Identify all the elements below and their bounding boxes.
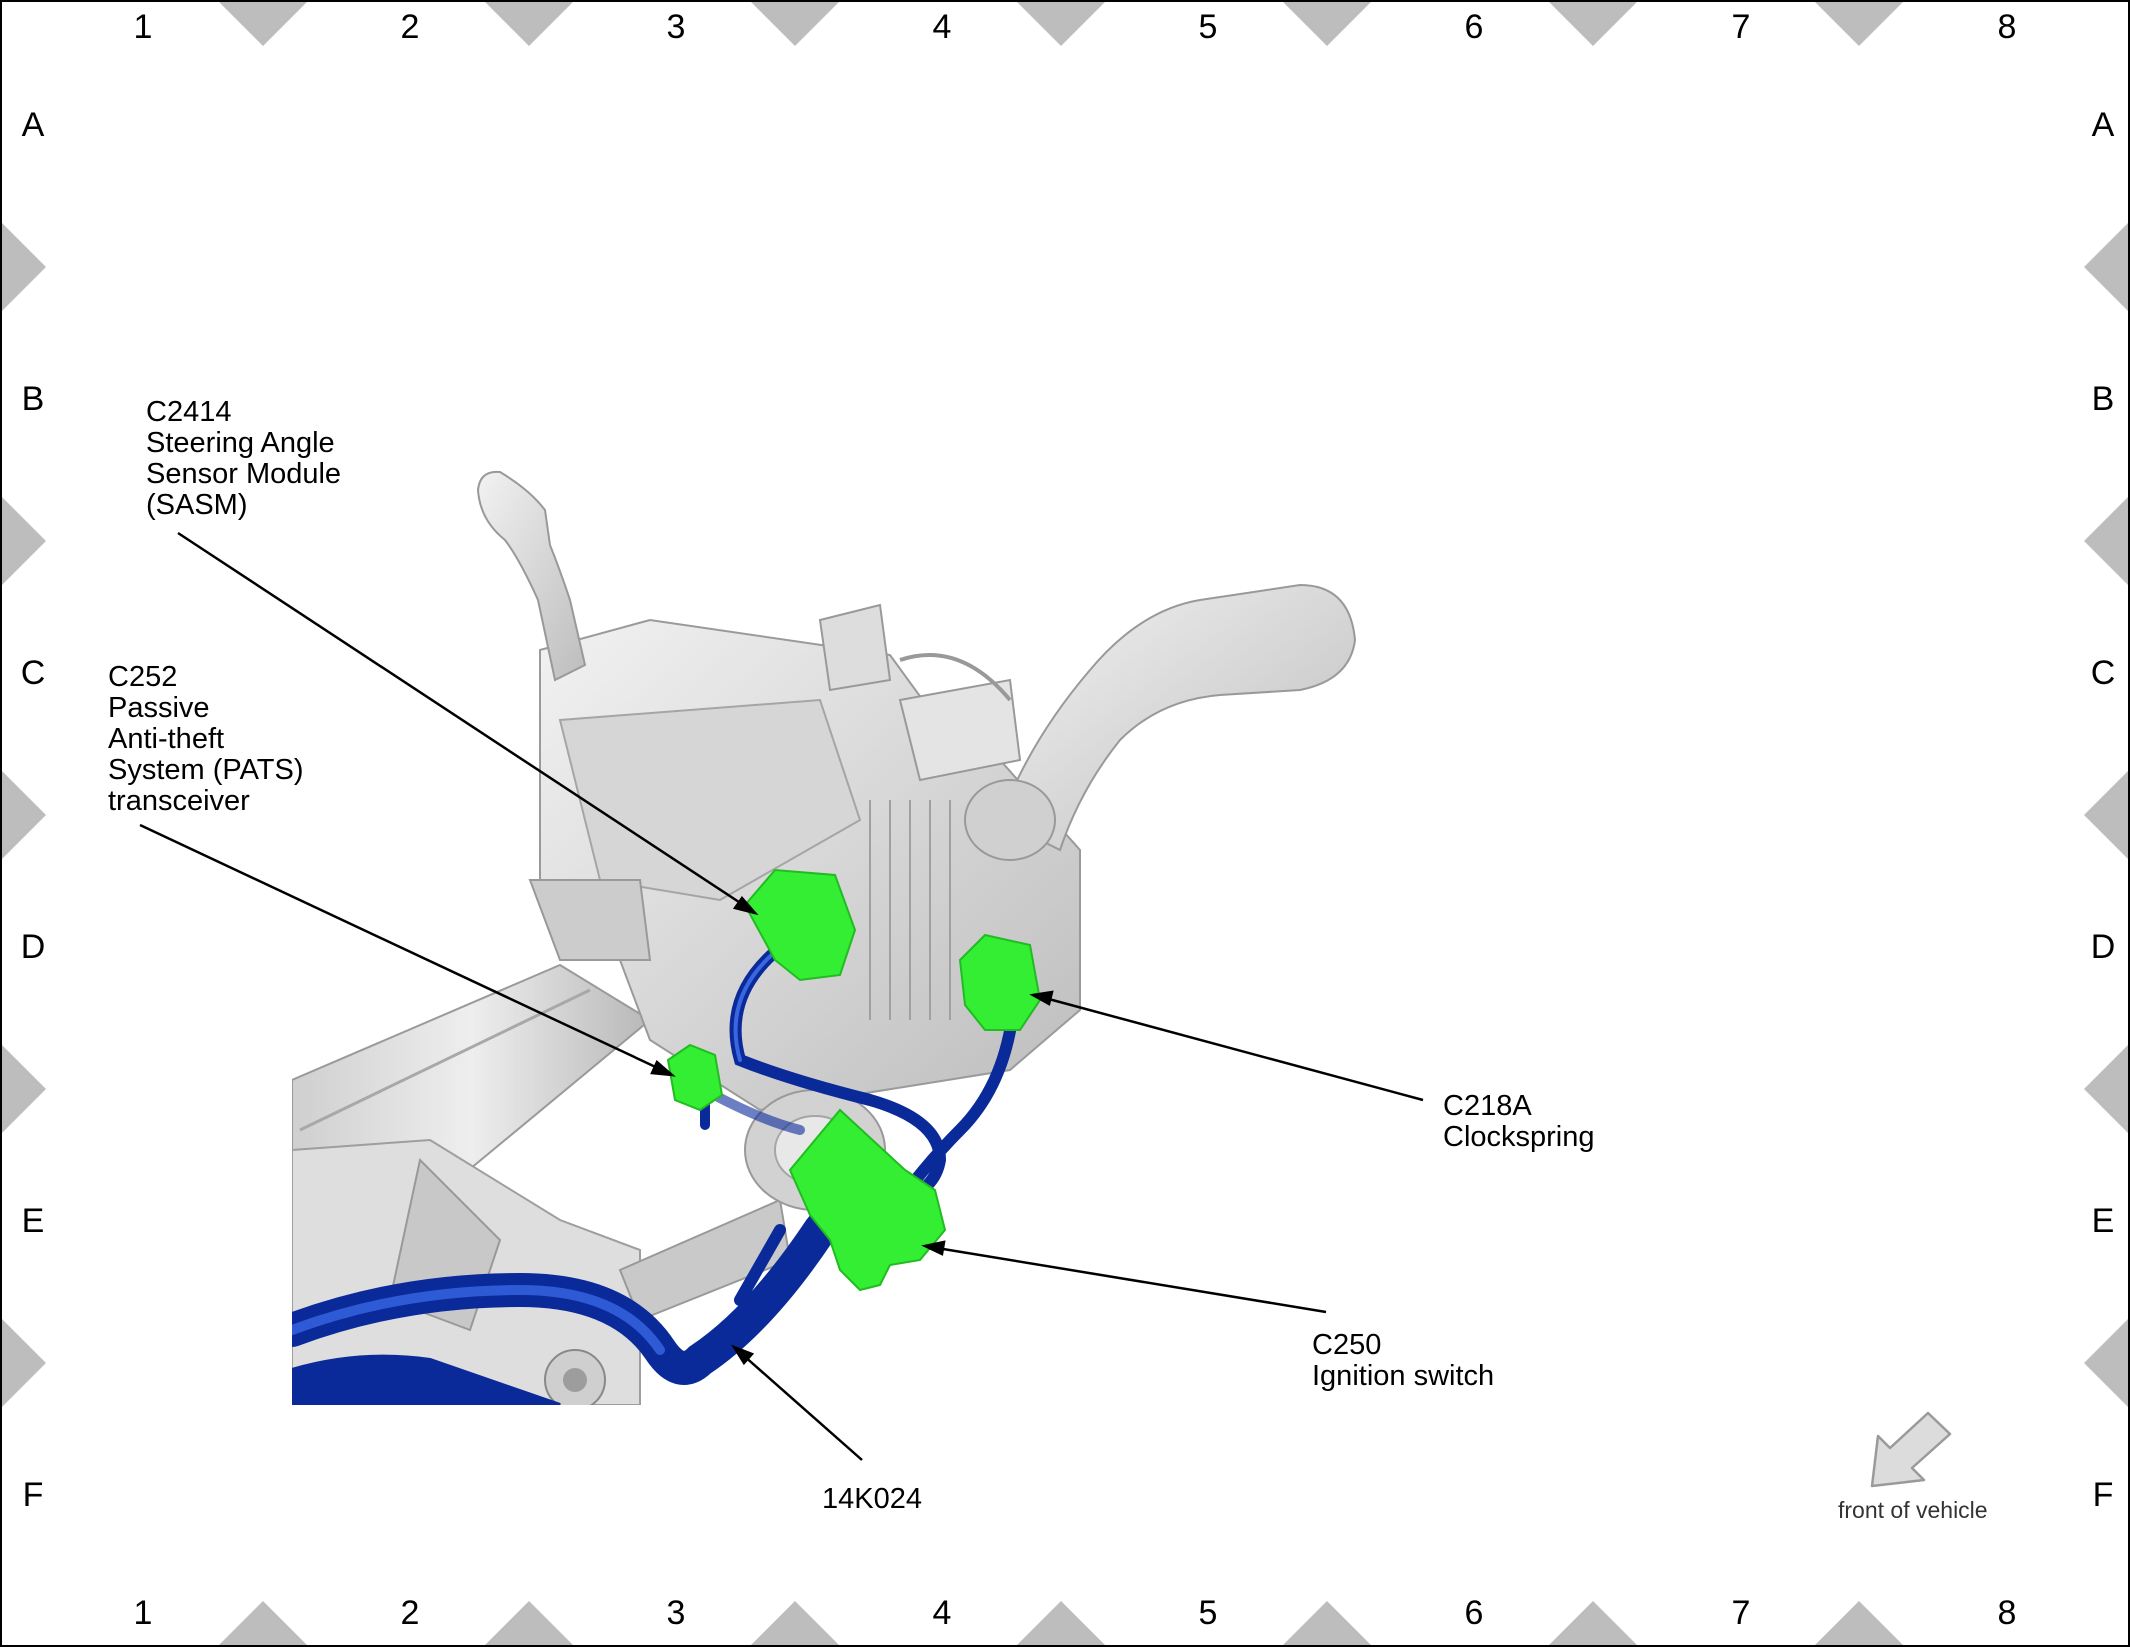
connector-c250: [788, 1108, 947, 1292]
frame-marker: [1815, 1601, 1903, 1645]
harness-code: 14K024: [822, 1483, 922, 1515]
frame-marker: [2, 1319, 46, 1407]
grid-column-label-bottom: 1: [133, 1594, 153, 1632]
connector-description: Steering Angle: [146, 427, 335, 459]
frame-marker: [751, 2, 839, 46]
connector-code: C250: [1312, 1329, 1382, 1361]
wiring-harness-14k024: [292, 934, 1021, 1405]
connector-code: C2414: [146, 396, 232, 428]
callout-14k024: 14K024: [822, 1484, 922, 1515]
grid-column-label-bottom: 2: [400, 1594, 420, 1632]
frame-marker: [1283, 2, 1371, 46]
front-of-vehicle-arrow-icon: [1870, 1411, 1952, 1488]
connector-description: Anti-theft: [108, 723, 225, 755]
grid-column-label-top: 6: [1464, 8, 1484, 46]
frame-marker: [2, 1045, 46, 1133]
frame-marker: [1017, 1601, 1105, 1645]
grid-column-label-bottom: 4: [932, 1594, 952, 1632]
grid-row-label-left: A: [21, 106, 45, 144]
frame-marker: [2084, 223, 2128, 311]
frame-marker: [1549, 2, 1637, 46]
leader-lines: [139, 531, 1424, 1461]
frame-marker: [1549, 1601, 1637, 1645]
frame-marker: [2, 223, 46, 311]
grid-row-label-left: E: [21, 1202, 45, 1240]
frame-marker: [219, 2, 307, 46]
frame-marker: [485, 2, 573, 46]
right-stalk: [998, 583, 1357, 852]
grid-row-label-right: E: [2091, 1202, 2115, 1240]
grid-row-label-right: A: [2091, 106, 2115, 144]
frame-marker: [2, 771, 46, 859]
connector-description: transceiver: [108, 785, 250, 817]
grid-column-label-bottom: 8: [1997, 1594, 2017, 1632]
callout-c250: C250 Ignition switch: [1312, 1330, 1494, 1392]
connector-description: Sensor Module: [146, 458, 342, 490]
frame-marker: [219, 1601, 307, 1645]
grid-row-label-left: F: [22, 1476, 44, 1514]
grid-column-label-bottom: 6: [1464, 1594, 1484, 1632]
frame-marker: [1815, 2, 1903, 46]
connector-code: C218A: [1443, 1090, 1532, 1122]
frame-marker: [2084, 497, 2128, 585]
frame-marker: [2084, 1319, 2128, 1407]
callout-c2414: C2414 Steering Angle Sensor Module (SASM…: [146, 397, 341, 521]
grid-column-label-top: 4: [932, 8, 952, 46]
connector-c2414: [743, 868, 857, 982]
left-stalk: [476, 470, 587, 682]
frame-marker: [485, 1601, 573, 1645]
grid-column-label-bottom: 7: [1731, 1594, 1751, 1632]
grid-column-label-top: 1: [133, 8, 153, 46]
frame-marker: [1017, 2, 1105, 46]
grid-row-label-right: D: [2090, 928, 2116, 966]
connector-code: C252: [108, 661, 178, 693]
connector-c252: [666, 1043, 724, 1112]
callout-c218a: C218A Clockspring: [1443, 1091, 1595, 1153]
grid-column-label-top: 7: [1731, 8, 1751, 46]
grid-column-label-bottom: 3: [666, 1594, 686, 1632]
frame-marker: [2084, 1045, 2128, 1133]
grid-row-label-right: F: [2092, 1476, 2114, 1514]
callout-c252: C252 Passive Anti-theft System (PATS) tr…: [108, 662, 304, 817]
grid-column-label-top: 5: [1198, 8, 1218, 46]
connector-description: (SASM): [146, 489, 248, 521]
grid-row-label-left: B: [21, 380, 45, 418]
connector-c218a: [958, 933, 1042, 1031]
frame-marker: [2084, 771, 2128, 859]
connector-description: Passive: [108, 692, 210, 724]
frame-marker: [1283, 1601, 1371, 1645]
connector-description: Ignition switch: [1312, 1360, 1495, 1392]
grid-column-label-top: 3: [666, 8, 686, 46]
grid-column-label-top: 8: [1997, 8, 2017, 46]
grid-column-label-bottom: 5: [1198, 1594, 1218, 1632]
grid-row-label-left: C: [20, 654, 46, 692]
frame-marker: [751, 1601, 839, 1645]
grid-column-label-top: 2: [400, 8, 420, 46]
front-of-vehicle-label: front of vehicle: [1838, 1497, 1988, 1523]
connector-description: System (PATS): [108, 754, 304, 786]
frame-marker: [2, 497, 46, 585]
connector-description: Clockspring: [1443, 1121, 1595, 1153]
grid-row-label-right: B: [2091, 380, 2115, 418]
grid-row-label-right: C: [2090, 654, 2116, 692]
grid-row-label-left: D: [20, 928, 46, 966]
